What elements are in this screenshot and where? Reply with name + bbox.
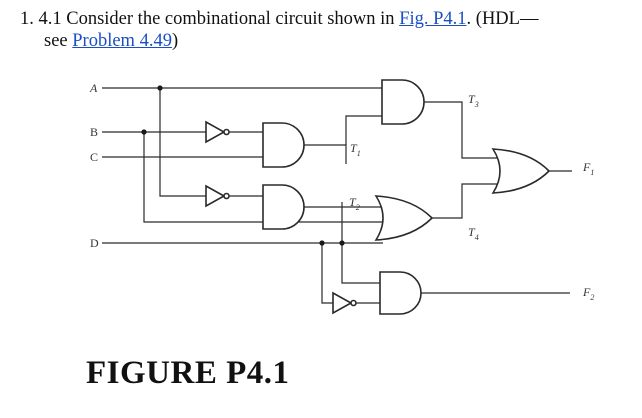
label-f2: F2 xyxy=(582,285,594,302)
inverter-b xyxy=(205,120,263,144)
or-gate-t4 xyxy=(374,183,497,241)
figure-caption: FIGURE P4.1 xyxy=(86,355,290,391)
inverter-a xyxy=(205,184,263,208)
label-t2: T2 xyxy=(349,195,360,212)
label-f1: F1 xyxy=(582,160,594,177)
problem-text-hdl: . (HDL— xyxy=(466,9,539,29)
label-t4: T4 xyxy=(468,225,479,242)
problem-statement: 1. 4.1 Consider the combinational circui… xyxy=(20,8,620,52)
figure-link[interactable]: Fig. P4.1 xyxy=(399,9,467,29)
and-gate-t2 xyxy=(262,184,383,230)
label-d: D xyxy=(90,236,99,250)
and-gate-f2 xyxy=(379,271,570,315)
label-b: B xyxy=(90,125,98,139)
junction-dots xyxy=(141,85,345,246)
see-text: see xyxy=(44,31,68,51)
label-t1: T1 xyxy=(350,141,361,158)
and-gate-t1 xyxy=(262,122,347,168)
problem-number: 1. xyxy=(20,9,34,29)
label-c: C xyxy=(90,150,98,164)
and-gate-t3 xyxy=(345,79,497,159)
label-t3: T3 xyxy=(468,92,479,109)
or-gate-f1 xyxy=(491,148,572,194)
label-a: A xyxy=(89,81,98,95)
input-wires xyxy=(102,87,383,304)
problem-text-intro: 4.1 Consider the combinational circuit s… xyxy=(38,9,395,29)
inverter-d xyxy=(332,291,380,315)
problem-second-line: see Problem 4.49) xyxy=(20,30,620,52)
problem-link[interactable]: Problem 4.49 xyxy=(72,31,172,51)
closing-paren: ) xyxy=(171,31,179,51)
